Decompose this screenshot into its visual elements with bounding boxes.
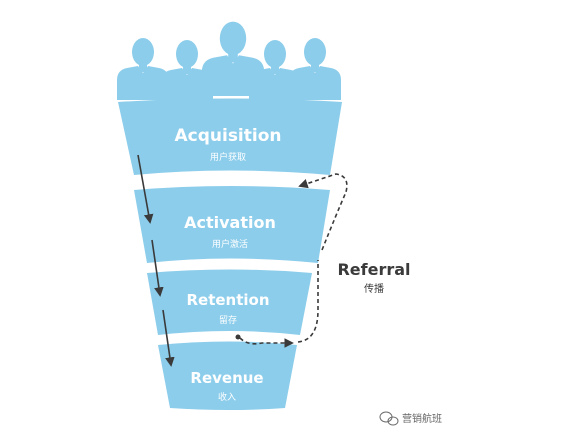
person-icon bbox=[289, 38, 341, 100]
stage-subtitle: 用户激活 bbox=[212, 238, 248, 250]
stage-title: Retention bbox=[186, 291, 269, 309]
watermark-text: 营销航班 bbox=[402, 412, 442, 425]
people-group bbox=[117, 21, 341, 102]
wechat-icon bbox=[379, 411, 399, 426]
stage-subtitle: 收入 bbox=[218, 391, 236, 403]
referral-start-dot bbox=[235, 334, 241, 340]
referral-path-bottom bbox=[239, 337, 294, 348]
stage-title: Revenue bbox=[190, 369, 263, 387]
stage-revenue-band bbox=[158, 341, 297, 410]
referral-loop bbox=[235, 173, 348, 348]
referral-path-loop bbox=[298, 173, 348, 343]
stage-subtitle: 留存 bbox=[219, 314, 237, 326]
flow-arrow bbox=[137, 154, 154, 224]
stage-acquisition-band bbox=[118, 98, 342, 175]
stage-activation-band bbox=[134, 186, 330, 263]
stage-retention-band bbox=[147, 269, 312, 335]
stage-title: Acquisition bbox=[174, 126, 281, 146]
flow-arrow bbox=[162, 309, 175, 367]
referral-subtitle: 传播 bbox=[364, 282, 384, 295]
flow-arrows bbox=[137, 154, 175, 367]
funnel bbox=[118, 98, 342, 410]
stage-title: Activation bbox=[184, 213, 276, 232]
flow-arrow bbox=[151, 239, 164, 297]
watermark: 营销航班 bbox=[379, 411, 442, 426]
referral-title: Referral bbox=[337, 260, 410, 279]
stage-subtitle: 用户获取 bbox=[210, 151, 246, 163]
